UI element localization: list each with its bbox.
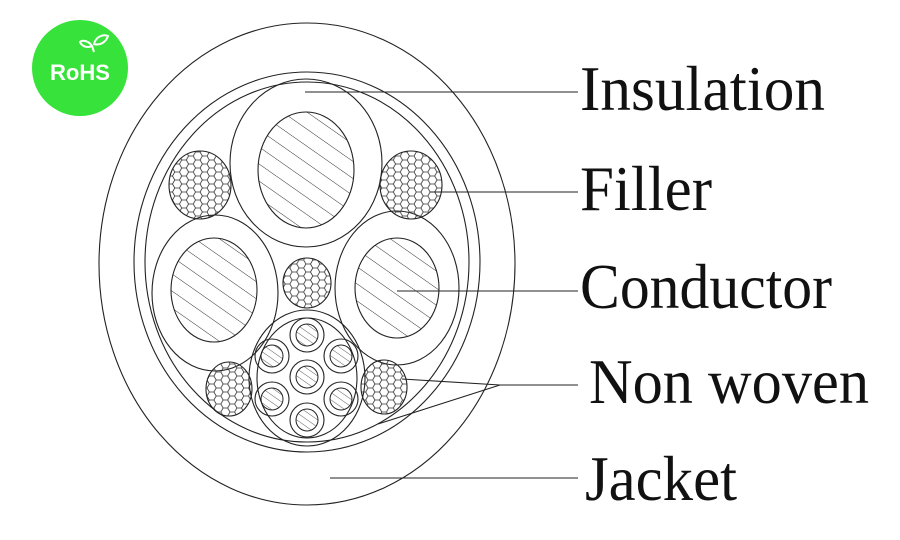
rohs-badge-circle [32,20,128,116]
filler-bottom-left [205,361,253,417]
rohs-badge-text: RoHS [50,60,110,85]
leader-lines [305,91,578,479]
filler-top-left [168,150,232,220]
sub-bundle-bottom [248,309,366,447]
leaf-icon [78,34,110,53]
non-woven-wrap [133,71,481,453]
jacket-outer-ring [98,22,516,506]
insulated-core-top [229,78,383,248]
insulated-core-right [334,210,460,366]
label-insulation: Insulation [580,53,825,124]
label-filler: Filler [580,153,712,224]
insulation-ring-top [229,78,383,248]
filler-bottom-right [360,359,408,415]
conductor-right [354,237,440,339]
leader-non-woven-b [377,384,501,425]
sub-bundle-strands [254,317,359,438]
filler-top-right [379,150,443,220]
sub-bundle-sheath [248,309,366,447]
rohs-badge: RoHS [32,20,128,116]
conductor-left [170,237,258,343]
label-non-woven: Non woven [589,346,869,417]
insulated-core-left [151,214,279,372]
label-conductor: Conductor [580,251,832,322]
filler-center [282,257,332,309]
fillers [168,150,443,417]
label-jacket: Jacket [585,443,737,514]
conductor-top [257,111,355,229]
